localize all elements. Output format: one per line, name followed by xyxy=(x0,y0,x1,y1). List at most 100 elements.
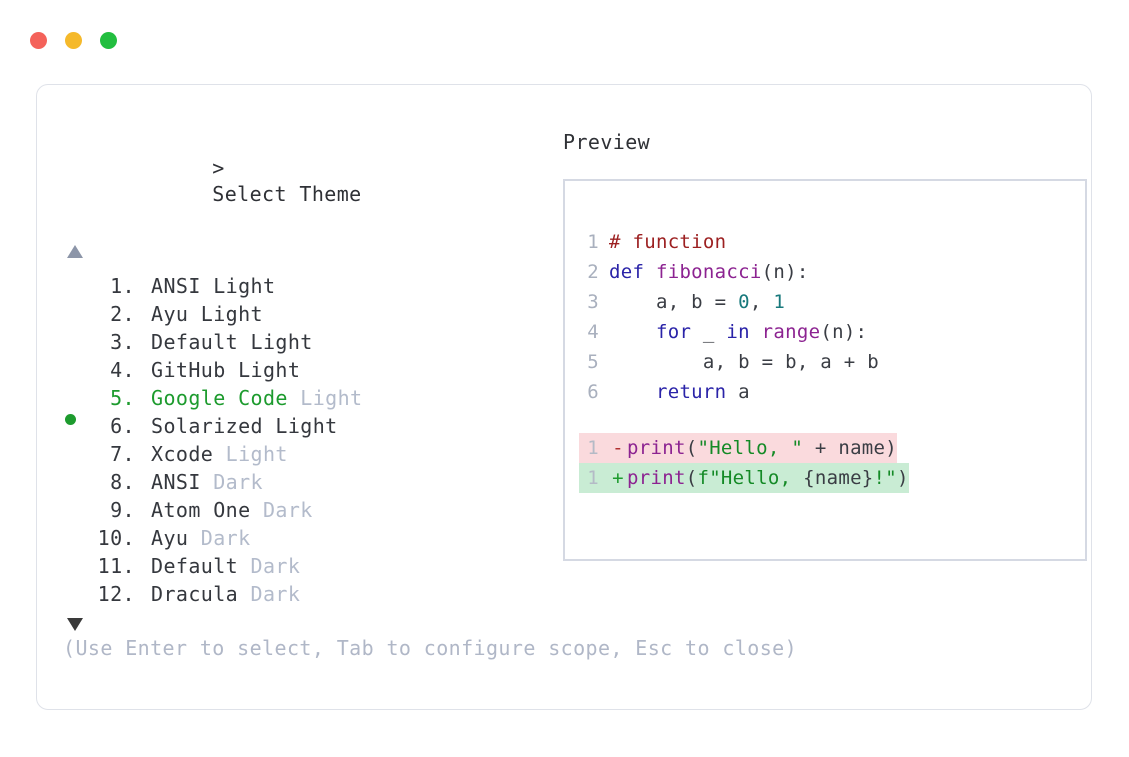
theme-item-index: 1. xyxy=(110,274,135,298)
code-line-number: 4 xyxy=(587,321,599,343)
code-diff-spacer xyxy=(565,407,1085,433)
code-line-number: 2 xyxy=(587,261,599,283)
code-token: (n): xyxy=(761,261,809,283)
picker-prompt: > Select Theme xyxy=(63,129,533,233)
theme-item-index: 3. xyxy=(110,330,135,354)
theme-item-name: Default xyxy=(151,554,251,578)
theme-item-variant: Light xyxy=(238,358,301,382)
theme-item-gap xyxy=(135,384,151,412)
theme-item-name: Solarized xyxy=(151,414,276,438)
theme-item-index: 8. xyxy=(110,470,135,494)
theme-item-index: 5. xyxy=(110,386,135,410)
theme-list-item[interactable]: 12. Dracula Dark xyxy=(63,580,533,608)
theme-item-variant: Light xyxy=(300,386,363,410)
diff-line-number: 1 xyxy=(587,467,599,489)
theme-list-item[interactable]: 3. Default Light xyxy=(63,328,533,356)
theme-item-name: ANSI xyxy=(151,274,214,298)
code-token: fibonacci xyxy=(655,261,762,283)
theme-list-item[interactable]: 2. Ayu Light xyxy=(63,300,533,328)
code-line-text: return a xyxy=(609,377,750,407)
code-token: print xyxy=(627,437,686,459)
theme-item-variant: Dark xyxy=(250,582,301,606)
theme-item-gap xyxy=(135,300,151,328)
code-token: in xyxy=(726,321,750,343)
code-token: 1 xyxy=(773,291,786,313)
code-line: 1# function xyxy=(579,227,726,257)
theme-item-index: 12. xyxy=(97,582,135,606)
theme-list-item[interactable]: 9. Atom One Dark xyxy=(63,496,533,524)
code-token xyxy=(609,321,656,343)
window-close-button[interactable] xyxy=(30,32,47,49)
theme-list-item[interactable]: 6. Solarized Light xyxy=(63,412,533,440)
theme-list-item[interactable]: 8. ANSI Dark xyxy=(63,468,533,496)
code-line-text: def fibonacci(n): xyxy=(609,257,809,287)
code-token: ( xyxy=(685,437,698,459)
theme-item-index: 11. xyxy=(97,554,135,578)
theme-item-variant: Light xyxy=(250,330,313,354)
theme-item-gap xyxy=(135,524,151,552)
theme-item-name: GitHub xyxy=(151,358,239,382)
theme-item-variant: Light xyxy=(200,302,263,326)
window-titlebar xyxy=(30,32,117,49)
code-token: for xyxy=(655,321,692,343)
code-token: 0 xyxy=(738,291,750,313)
theme-item-gap xyxy=(135,328,151,356)
code-token: (n): xyxy=(820,321,868,343)
code-line: 3 a, b = 0, 1 xyxy=(579,287,785,317)
code-token: !" xyxy=(873,467,898,489)
theme-item-index: 7. xyxy=(110,442,135,466)
window-maximize-button[interactable] xyxy=(100,32,117,49)
window-minimize-button[interactable] xyxy=(65,32,82,49)
theme-list-item[interactable]: 10. Ayu Dark xyxy=(63,524,533,552)
picker-title: Select Theme xyxy=(212,182,362,206)
theme-item-variant: Dark xyxy=(213,470,263,494)
theme-item-gap xyxy=(135,552,151,580)
theme-item-name: ANSI xyxy=(151,470,214,494)
code-token: return xyxy=(655,381,727,403)
theme-item-name: Ayu xyxy=(151,302,201,326)
diff-line-add: 1+print(f"Hello, {name}!") xyxy=(579,463,909,493)
code-line-text: # function xyxy=(609,227,726,257)
code-token: _ xyxy=(691,321,727,343)
theme-item-gap xyxy=(135,580,151,608)
theme-item-gap xyxy=(135,272,151,300)
diff-line-number: 1 xyxy=(587,437,599,459)
keyboard-hint: (Use Enter to select, Tab to configure s… xyxy=(63,636,798,660)
diff-line-text: print("Hello, " + name) xyxy=(627,433,897,463)
theme-item-variant: Dark xyxy=(262,498,313,522)
theme-item-name: Dracula xyxy=(151,582,251,606)
scroll-up-icon[interactable] xyxy=(67,245,83,258)
code-line-text: a, b = 0, 1 xyxy=(609,287,785,317)
code-line-number: 5 xyxy=(587,351,599,373)
scroll-down-icon[interactable] xyxy=(67,618,83,631)
theme-item-name: Xcode xyxy=(151,442,226,466)
code-token: ) xyxy=(897,467,909,489)
code-token: def xyxy=(609,261,656,283)
theme-list-item[interactable]: 5. Google Code Light xyxy=(63,384,533,425)
diff-block: 1-print("Hello, " + name)1+print(f"Hello… xyxy=(565,433,1085,493)
theme-item-index: 10. xyxy=(97,526,135,550)
diff-sign: - xyxy=(612,437,624,459)
code-line-number: 6 xyxy=(587,381,599,403)
code-line: 5 a, b = b, a + b xyxy=(579,347,879,377)
diff-sign: + xyxy=(612,467,624,489)
theme-list-item[interactable]: 11. Default Dark xyxy=(63,552,533,580)
code-token: , xyxy=(749,291,774,313)
theme-list-item[interactable]: 7. Xcode Light xyxy=(63,440,533,468)
theme-item-variant: Dark xyxy=(250,554,301,578)
theme-list-item[interactable]: 1. ANSI Light xyxy=(63,272,533,300)
code-token xyxy=(750,321,762,343)
code-token: a xyxy=(726,381,750,403)
code-line-number: 3 xyxy=(587,291,599,313)
code-line: 6 return a xyxy=(579,377,750,407)
theme-list-item[interactable]: 4. GitHub Light xyxy=(63,356,533,384)
theme-item-name: Default xyxy=(151,330,251,354)
theme-item-variant: Light xyxy=(213,274,276,298)
theme-item-index: 2. xyxy=(110,302,135,326)
